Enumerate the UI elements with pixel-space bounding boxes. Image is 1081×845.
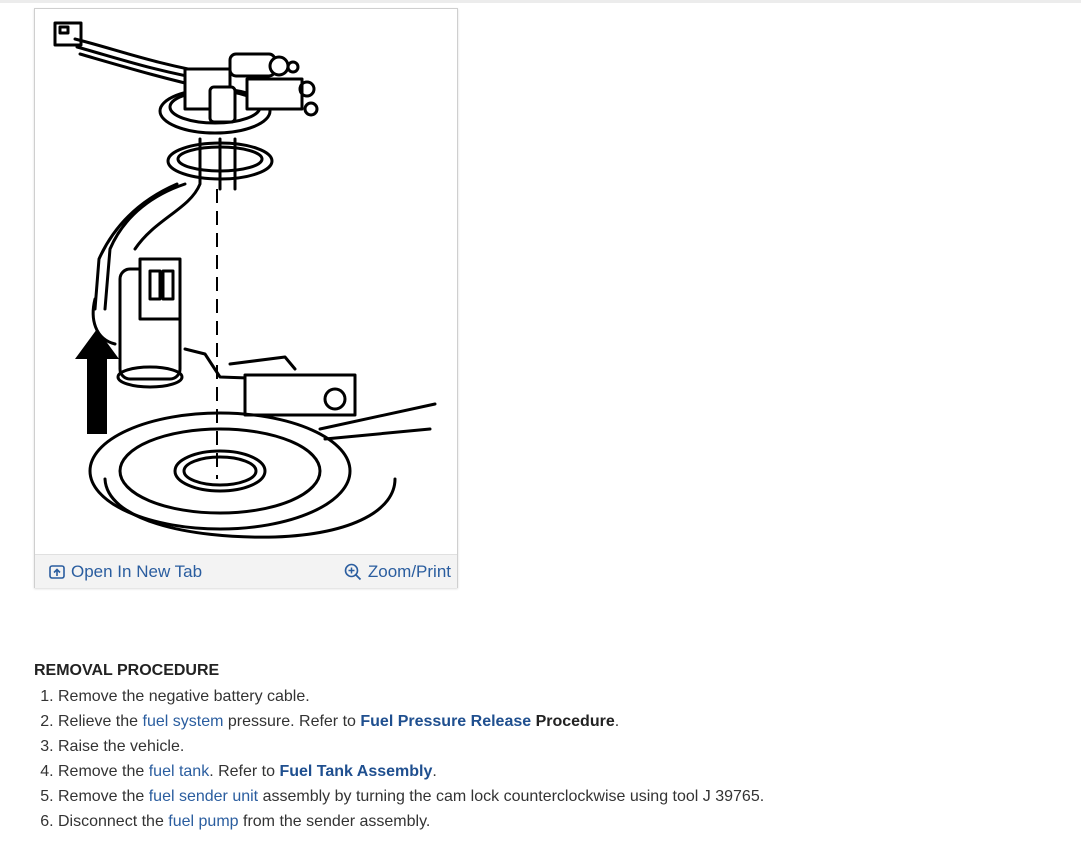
step-text: Disconnect the <box>58 813 169 830</box>
step-text: assembly by turning the cam lock counter… <box>258 788 765 805</box>
step-text: Remove the <box>58 763 149 780</box>
step-link[interactable]: fuel system <box>142 713 224 730</box>
step-text: . <box>432 763 437 780</box>
top-bar <box>0 0 1081 3</box>
procedure-step: Remove the fuel tank. Refer to Fuel Tank… <box>58 759 1034 784</box>
step-text: Remove the negative battery cable. <box>58 688 310 705</box>
zoom-print-link[interactable]: Zoom/Print <box>344 562 451 582</box>
figure-toolbar: Open In New Tab Zoom/Print <box>35 554 457 588</box>
open-in-new-tab-label: Open In New Tab <box>71 562 203 581</box>
step-bold-text: Procedure <box>531 713 615 730</box>
step-link[interactable]: fuel sender unit <box>148 788 259 805</box>
step-text: Raise the vehicle. <box>58 738 185 755</box>
procedure-steps: Remove the negative battery cable. Reliev… <box>34 684 1034 834</box>
zoom-print-label: Zoom/Print <box>367 562 451 581</box>
open-new-tab-icon <box>49 565 65 579</box>
diagram-figure: Open In New Tab Zoom/Print <box>34 8 458 588</box>
step-text: . <box>614 713 620 730</box>
zoom-in-icon <box>344 563 361 581</box>
step-text: from the sender assembly. <box>238 813 431 830</box>
step-reference-link[interactable]: Fuel Tank Assembly <box>279 763 433 780</box>
step-link[interactable]: fuel tank <box>148 763 210 780</box>
removal-procedure: REMOVAL PROCEDURE Remove the negative ba… <box>34 662 1034 834</box>
procedure-step: Remove the fuel sender unit assembly by … <box>58 784 1034 809</box>
step-link[interactable]: fuel pump <box>168 813 239 830</box>
procedure-heading: REMOVAL PROCEDURE <box>34 662 220 679</box>
step-text: . Refer to <box>209 763 280 780</box>
open-in-new-tab-link[interactable]: Open In New Tab <box>49 562 202 582</box>
step-text: pressure. Refer to <box>223 713 361 730</box>
procedure-step: Remove the negative battery cable. <box>58 684 1034 709</box>
procedure-step: Relieve the fuel system pressure. Refer … <box>58 709 1034 734</box>
fuel-sender-diagram[interactable] <box>35 9 457 554</box>
step-text: Remove the <box>58 788 149 805</box>
procedure-step: Disconnect the fuel pump from the sender… <box>58 809 1034 834</box>
step-text: Relieve the <box>58 713 143 730</box>
step-reference-link[interactable]: Fuel Pressure Release <box>360 713 532 730</box>
procedure-step: Raise the vehicle. <box>58 734 1034 759</box>
